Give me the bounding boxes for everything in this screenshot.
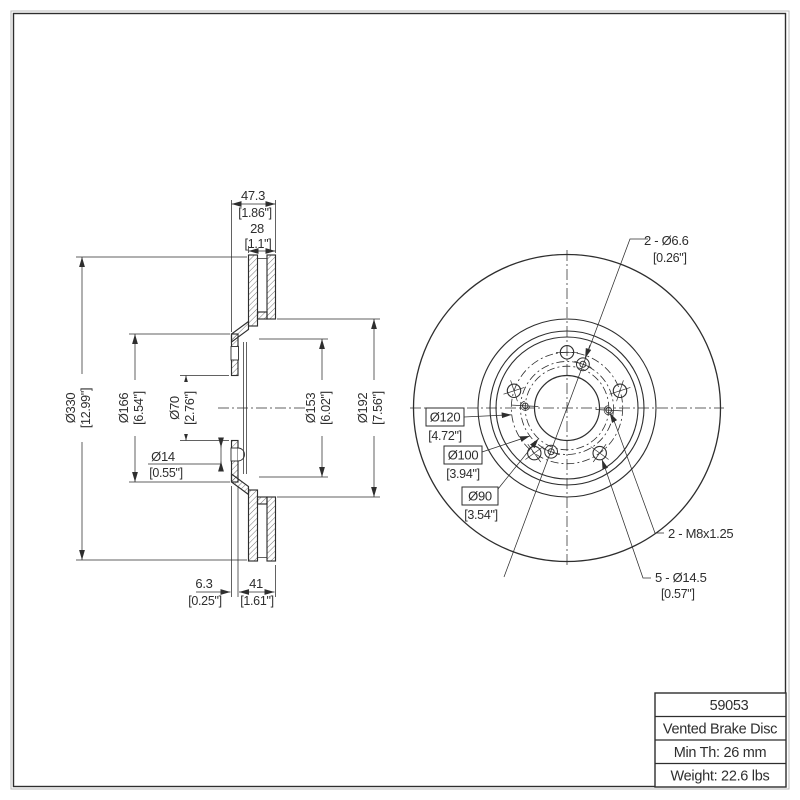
stud-hole-upper-right <box>612 383 628 399</box>
stud-hole-ticks <box>503 351 631 463</box>
thread-holes <box>512 400 622 416</box>
screw-holes <box>542 357 592 459</box>
dim-bore-diameter: Ø70 [2.76"] <box>167 375 229 441</box>
section-material-upper <box>230 254 277 377</box>
center-bore-circle <box>533 374 601 442</box>
dim-outer-diameter: Ø330 [12.99"] <box>63 256 247 561</box>
dim-47-mm: 47.3 <box>241 188 265 203</box>
dim-28-mm: 28 <box>250 221 264 236</box>
min-thickness: Min Th: 26 mm <box>674 745 767 761</box>
vane-bridge-lower <box>256 496 268 505</box>
bolt-circle-100 <box>520 361 614 455</box>
inboard-plate-upper <box>247 254 259 327</box>
dim-153-mm: Ø153 <box>303 393 318 424</box>
bc120-label: Ø120 <box>430 410 461 425</box>
screw-holes-label: 2 - Ø6.6 <box>644 233 689 248</box>
dim-70-in: [2.76"] <box>183 391 197 425</box>
section-view: Ø330 [12.99"] Ø166 [6.54"] Ø70 [2.76"] Ø… <box>63 188 388 608</box>
stud-hole-section <box>230 346 239 361</box>
dim-63-mm: 6.3 <box>195 576 212 591</box>
countersink-cone <box>237 447 245 462</box>
dim-41-in: [1.61"] <box>240 594 274 608</box>
braking-surface-inner-circle <box>477 318 657 498</box>
leader-stud-holes: 5 - Ø14.5 [0.57"] <box>601 459 707 601</box>
thread-holes-label: 2 - M8x1.25 <box>668 526 733 541</box>
screw-holes-label-in: [0.26"] <box>653 251 687 265</box>
dim-330-mm: Ø330 <box>63 393 78 424</box>
page-frame <box>10 10 790 790</box>
dim-192-in: [7.56"] <box>371 391 385 425</box>
part-number: 59053 <box>710 698 749 714</box>
dim-14-in: [0.55"] <box>149 466 183 480</box>
weight: Weight: 22.6 lbs <box>671 769 770 785</box>
stud-hole-lower-right <box>592 445 607 461</box>
front-view: 2 - Ø6.6 [0.26"] Ø120 [4.72"] Ø100 [3.94… <box>410 233 734 601</box>
dim-47-in: [1.86"] <box>238 206 272 220</box>
hat-edge-circle <box>489 330 645 486</box>
leader-screw-holes: 2 - Ø6.6 [0.26"] <box>503 233 689 578</box>
outboard-plate-lower <box>266 496 277 562</box>
dim-166-mm: Ø166 <box>116 393 131 424</box>
stud-holes-label: 5 - Ø14.5 <box>655 570 707 585</box>
outboard-plate-upper <box>266 254 277 320</box>
dim-70-mm: Ø70 <box>167 396 182 420</box>
dim-28-in: [1.1"] <box>245 237 272 251</box>
stud-hole-upper-left <box>506 383 522 399</box>
bolt-circle-90 <box>524 365 610 451</box>
stud-holes-label-in: [0.57"] <box>661 587 695 601</box>
dim-330-in: [12.99"] <box>79 388 93 428</box>
dim-countersink: Ø14 [0.55"] <box>148 437 224 480</box>
dim-153-in: [6.02"] <box>319 391 333 425</box>
leader-thread-holes: 2 - M8x1.25 <box>609 412 734 541</box>
section-material-lower <box>230 439 277 562</box>
dim-band-width: 28 [1.1"] <box>245 221 276 254</box>
inboard-plate-lower <box>247 489 259 562</box>
dim-hat-face-offset: 6.3 [0.25"] 41 [1.61"] <box>188 486 276 608</box>
outer-diameter-circle <box>412 253 722 563</box>
vane-bridge-upper <box>256 311 268 320</box>
dim-inner-diameter-153: Ø153 [6.02"] <box>259 338 336 478</box>
bc100-label-in: [3.94"] <box>446 467 480 481</box>
bc100-label: Ø100 <box>448 448 479 463</box>
label-bolt-circle-120: Ø120 [4.72"] <box>425 407 512 443</box>
hat-inner-circle <box>495 336 639 480</box>
dim-inner-diameter-192: Ø192 [7.56"] <box>277 318 388 498</box>
label-bolt-circle-90: Ø90 [3.54"] <box>461 438 539 522</box>
dim-192-mm: Ø192 <box>355 393 370 424</box>
bc120-label-in: [4.72"] <box>428 429 462 443</box>
bc90-label-in: [3.54"] <box>464 508 498 522</box>
dim-63-in: [0.25"] <box>188 594 222 608</box>
dim-41-mm: 41 <box>249 576 263 591</box>
dim-hat-diameter: Ø166 [6.54"] <box>116 333 230 483</box>
countersink-hole-section <box>230 447 239 462</box>
bc90-label: Ø90 <box>468 489 492 504</box>
dim-14-mm: Ø14 <box>151 449 175 464</box>
dim-166-in: [6.54"] <box>132 391 146 425</box>
title-block: 59053 Vented Brake Disc Min Th: 26 mm We… <box>654 692 787 788</box>
description: Vented Brake Disc <box>663 722 777 738</box>
dim-overall-width: 47.3 [1.86"] <box>231 188 276 332</box>
label-bolt-circle-100: Ø100 [3.94"] <box>443 435 531 481</box>
